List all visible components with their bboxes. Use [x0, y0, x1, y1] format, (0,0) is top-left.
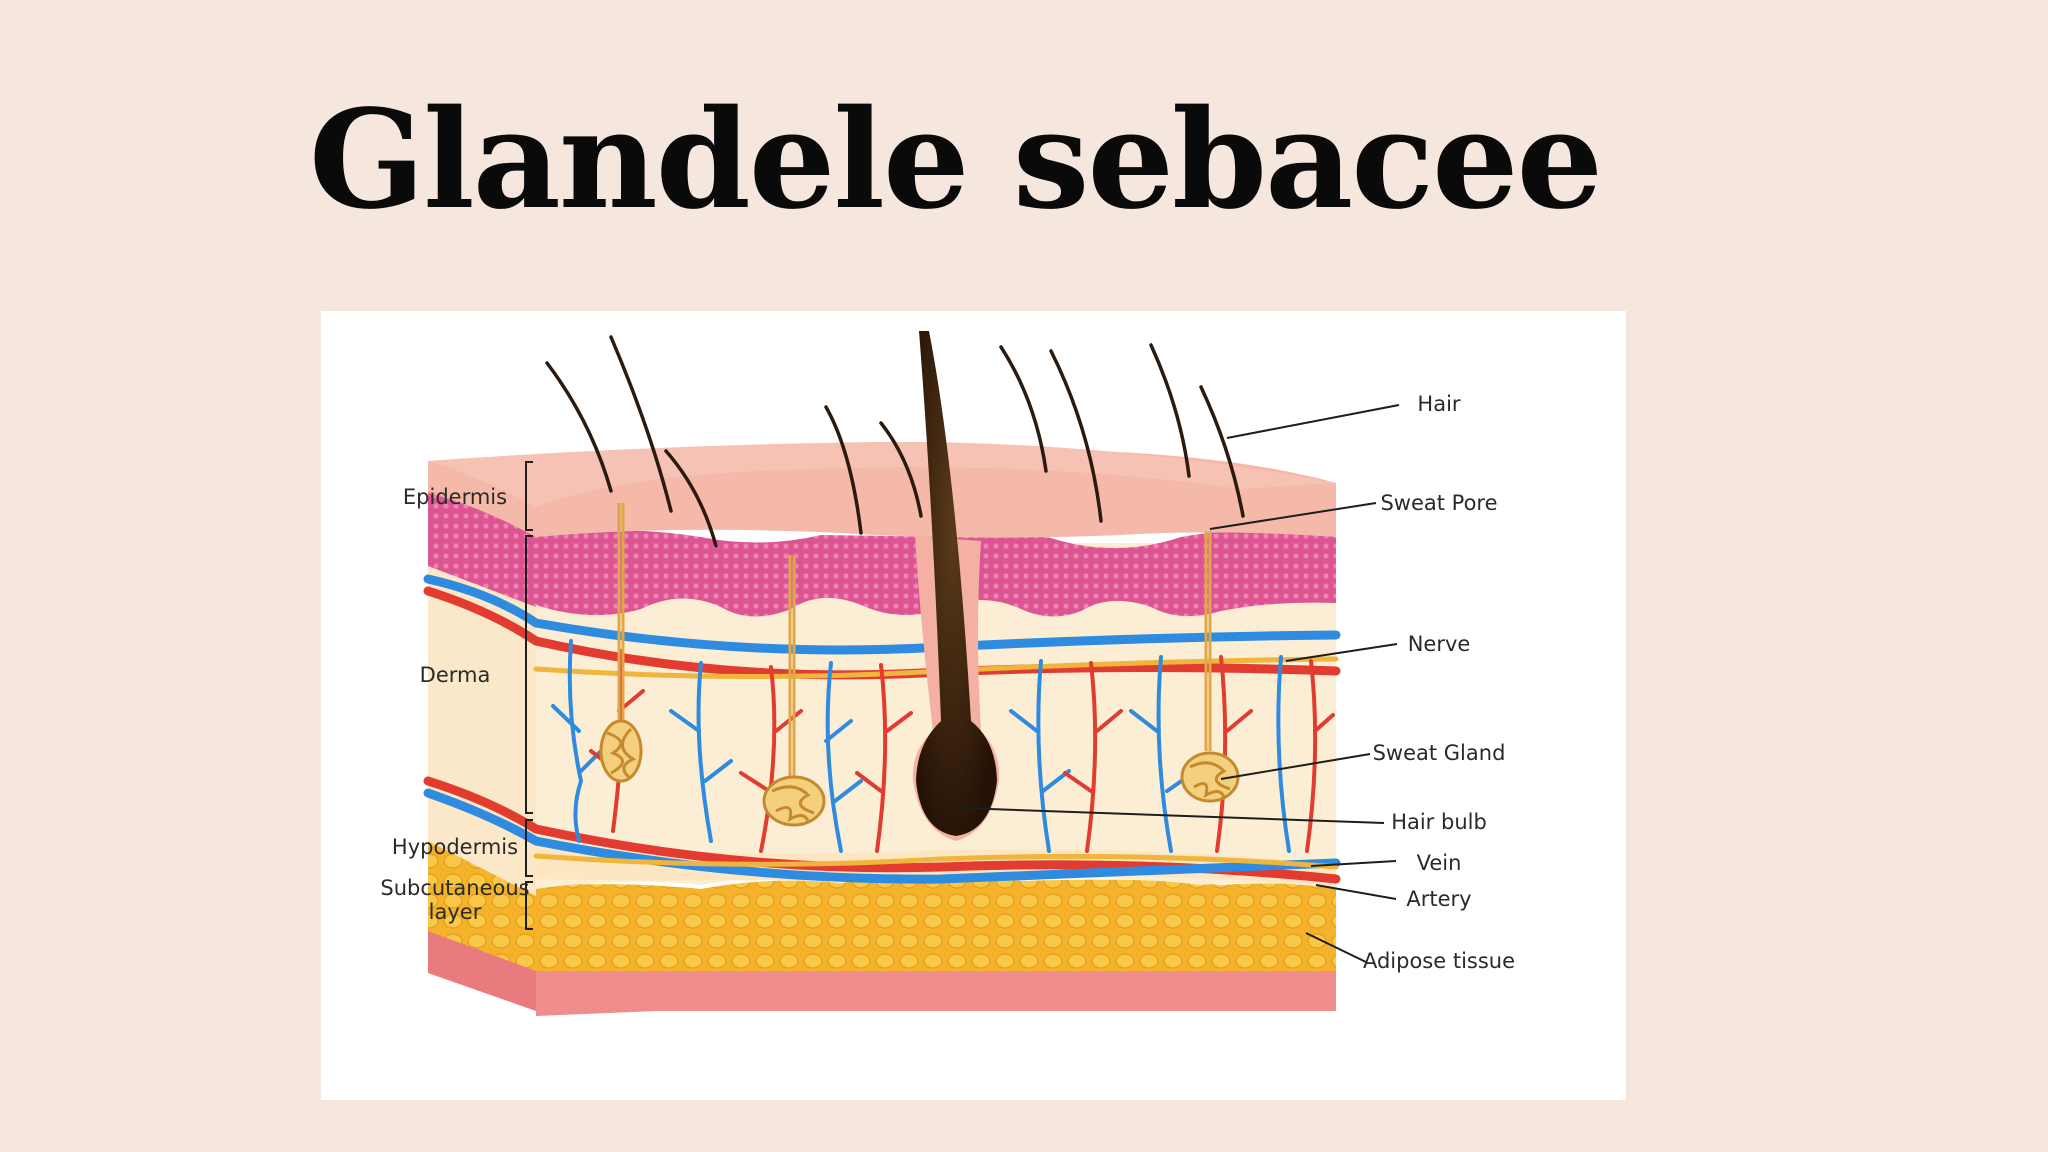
base-layer-side: [428, 923, 536, 1011]
skin-block: [428, 441, 1336, 1016]
hairs: [545, 335, 1245, 548]
callout-leaders: [960, 404, 1400, 963]
skin-cross-section-diagram: Epidermis Derma Hypodermis Subcutaneous …: [380, 331, 1515, 1016]
callout-hair-bulb: Hair bulb: [1391, 810, 1487, 834]
dermal-papilla-side: [428, 489, 536, 607]
sweat-glands: [599, 503, 1240, 827]
slide-title: Glandele sebacee: [308, 80, 1603, 240]
callout-vein: Vein: [1417, 851, 1462, 875]
adipose-front: [536, 876, 1336, 971]
callout-hair: Hair: [1417, 392, 1460, 416]
vein-lower: [423, 788, 1341, 884]
callout-artery: Artery: [1406, 887, 1471, 911]
callout-sweat-gland: Sweat Gland: [1373, 741, 1506, 765]
layer-brackets: [525, 461, 533, 930]
callout-sweat-pore: Sweat Pore: [1380, 491, 1497, 515]
vein-upper: [423, 574, 1341, 655]
skin-diagram-frame: Epidermis Derma Hypodermis Subcutaneous …: [321, 311, 1626, 1100]
label-subcutaneous-line2: layer: [429, 900, 482, 924]
label-subcutaneous-line1: Subcutaneous: [380, 876, 529, 900]
label-epidermis: Epidermis: [403, 485, 507, 509]
callout-nerve: Nerve: [1408, 632, 1471, 656]
label-hypodermis: Hypodermis: [392, 835, 518, 859]
callout-adipose-tissue: Adipose tissue: [1363, 949, 1515, 973]
hair-follicle: [912, 331, 1000, 841]
label-derma: Derma: [420, 663, 491, 687]
nerve-lower: [533, 853, 1339, 870]
